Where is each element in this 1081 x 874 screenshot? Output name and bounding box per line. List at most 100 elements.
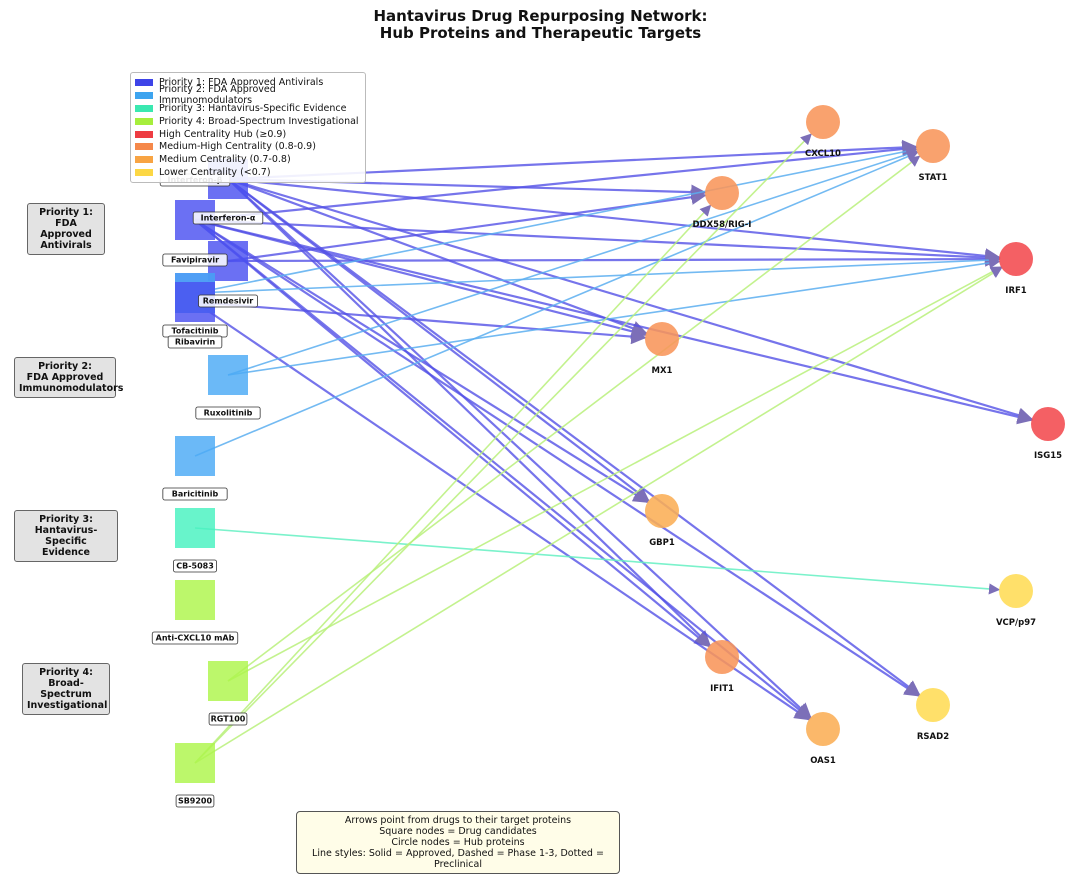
drug-label-text: Tofacitinib	[172, 327, 219, 336]
edge-rgt100-to-irf1	[227, 266, 1003, 682]
priority-3-line-2: Hantavirus-Specific	[34, 525, 98, 547]
edges-layer	[194, 133, 1034, 764]
edge-ribavirin-to-mx1	[194, 300, 647, 345]
edge-interferon_b-to-isg15	[227, 177, 1034, 423]
drug-node-baricitinib[interactable]	[175, 436, 215, 476]
title-line-2: Hub Proteins and Therapeutic Targets	[379, 24, 702, 42]
legend-item: High Centrality Hub (≥0.9)	[135, 128, 361, 141]
drug-label-interferon_a: Interferon-α	[192, 211, 264, 225]
note-line-4: Line styles: Solid = Approved, Dashed = …	[312, 848, 604, 870]
edge-interferon_b-to-oas1	[227, 178, 812, 719]
protein-node-ddx58[interactable]	[705, 176, 739, 210]
note-line-3: Circle nodes = Hub proteins	[391, 837, 525, 848]
priority-2-line-3: Immunomodulators	[19, 383, 124, 394]
edge-rgt100-to-stat1	[227, 155, 921, 682]
drug-label-rgt100: RGT100	[208, 712, 248, 726]
edge-interferon_b-to-irf1	[227, 177, 1001, 264]
edge-interferon_a-to-rsad2	[194, 219, 921, 697]
legend-item: Priority 4: Broad-Spectrum Investigation…	[135, 115, 361, 128]
legend-item: Medium Centrality (0.7-0.8)	[135, 153, 361, 166]
edge-ruxolitinib-to-stat1	[227, 149, 918, 376]
edge-favipiravir-to-irf1	[227, 251, 1001, 267]
legend-item: Priority 3: Hantavirus-Specific Evidence	[135, 102, 361, 115]
protein-node-vcp[interactable]	[999, 574, 1033, 608]
protein-node-cxcl10[interactable]	[806, 105, 840, 139]
legend-swatch	[135, 117, 153, 125]
note-line-2: Square nodes = Drug candidates	[379, 826, 537, 837]
priority-4-line-2: Broad-Spectrum	[40, 678, 92, 700]
protein-node-isg15[interactable]	[1031, 407, 1065, 441]
note-line-1: Arrows point from drugs to their target …	[344, 815, 572, 826]
drug-nodes-layer: Interferon-βInterferon-αFavipiravirRemde…	[151, 159, 264, 808]
protein-label-irf1: IRF1	[1005, 286, 1027, 296]
edge-interferon_a-to-oas1	[194, 219, 811, 720]
drug-label-text: Remdesivir	[203, 297, 254, 306]
chart-title: Hantavirus Drug Repurposing Network: Hub…	[0, 8, 1081, 42]
priority-1-label: Priority 1: FDA Approved Antivirals	[27, 203, 105, 255]
protein-node-stat1[interactable]	[916, 129, 950, 163]
priority-3-line-1: Priority 3:	[39, 514, 93, 525]
edge-ruxolitinib-to-irf1	[227, 257, 1001, 376]
legend-label: Medium Centrality (0.7-0.8)	[159, 154, 291, 166]
drug-label-favipiravir: Favipiravir	[162, 253, 228, 267]
edge-interferon_a-to-irf1	[194, 218, 1001, 266]
priority-4-label: Priority 4: Broad-Spectrum Investigation…	[22, 663, 110, 715]
drug-node-ruxolitinib[interactable]	[208, 355, 248, 395]
protein-label-ddx58: DDX58/RIG-I	[693, 220, 752, 230]
legend-label: Priority 1: FDA Approved Antivirals	[159, 76, 324, 88]
edge-interferon_a-to-isg15	[194, 218, 1033, 425]
drug-label-anticxcl10: Anti-CXCL10 mAb	[151, 631, 239, 645]
legend-label: Priority 4: Broad-Spectrum Investigation…	[159, 115, 359, 127]
legend-swatch	[135, 104, 153, 112]
drug-label-sb9200: SB9200	[175, 794, 215, 808]
legend-swatch	[135, 156, 153, 164]
protein-label-cxcl10: CXCL10	[805, 149, 841, 159]
edge-favipiravir-to-ddx58	[227, 189, 707, 263]
protein-nodes-layer: CXCL10STAT1DDX58/RIG-IIRF1MX1ISG15GBP1VC…	[645, 105, 1065, 766]
legend-swatch	[135, 91, 153, 99]
legend-label: High Centrality Hub (≥0.9)	[159, 128, 287, 140]
protein-label-oas1: OAS1	[810, 756, 836, 766]
protein-node-ifit1[interactable]	[705, 640, 739, 674]
edge-interferon_b-to-mx1	[227, 177, 648, 336]
protein-node-mx1[interactable]	[645, 322, 679, 356]
legend-swatch	[135, 143, 153, 151]
protein-node-irf1[interactable]	[999, 242, 1033, 276]
legend-swatch	[135, 169, 153, 177]
drug-label-text: Anti-CXCL10 mAb	[156, 634, 235, 643]
drug-label-ruxolitinib: Ruxolitinib	[195, 406, 261, 420]
drug-node-anticxcl10[interactable]	[175, 580, 215, 620]
drug-node-cb5083[interactable]	[175, 508, 215, 548]
legend-item: Lower Centrality (<0.7)	[135, 166, 361, 179]
edge-interferon_a-to-stat1	[194, 141, 918, 222]
legend-swatch	[135, 130, 153, 138]
drug-label-box	[162, 253, 228, 267]
edge-cb5083-to-vcp	[194, 527, 1001, 595]
edge-tofacitinib-to-stat1	[194, 145, 918, 294]
priority-1-line-2: FDA Approved	[40, 218, 92, 240]
drug-label-text: Ruxolitinib	[204, 409, 253, 418]
drug-label-tofacitinib: Tofacitinib	[162, 324, 228, 338]
priority-2-label: Priority 2: FDA Approved Immunomodulator…	[14, 357, 124, 398]
drug-node-rgt100[interactable]	[208, 661, 248, 701]
drug-label-text: Favipiravir	[171, 256, 219, 265]
priority-2-line-2: FDA Approved	[26, 372, 104, 383]
drug-label-box	[173, 559, 217, 573]
protein-node-gbp1[interactable]	[645, 494, 679, 528]
priority-4-line-3: Investigational	[27, 700, 108, 711]
drug-label-text: Ribavirin	[175, 338, 216, 347]
drug-label-ribavirin: Ribavirin	[167, 335, 223, 349]
protein-node-rsad2[interactable]	[916, 688, 950, 722]
edge-interferon_b-to-rsad2	[227, 178, 921, 696]
drug-label-box	[208, 712, 248, 726]
drug-label-box	[195, 406, 261, 420]
legend-item: Priority 1: FDA Approved Antivirals	[135, 76, 361, 89]
edge-interferon_a-to-mx1	[194, 218, 648, 339]
protein-label-isg15: ISG15	[1034, 451, 1062, 461]
drug-node-sb9200[interactable]	[175, 743, 215, 783]
protein-label-vcp: VCP/p97	[996, 618, 1036, 628]
protein-node-oas1[interactable]	[806, 712, 840, 746]
edge-sb9200-to-cxcl10	[194, 133, 812, 764]
